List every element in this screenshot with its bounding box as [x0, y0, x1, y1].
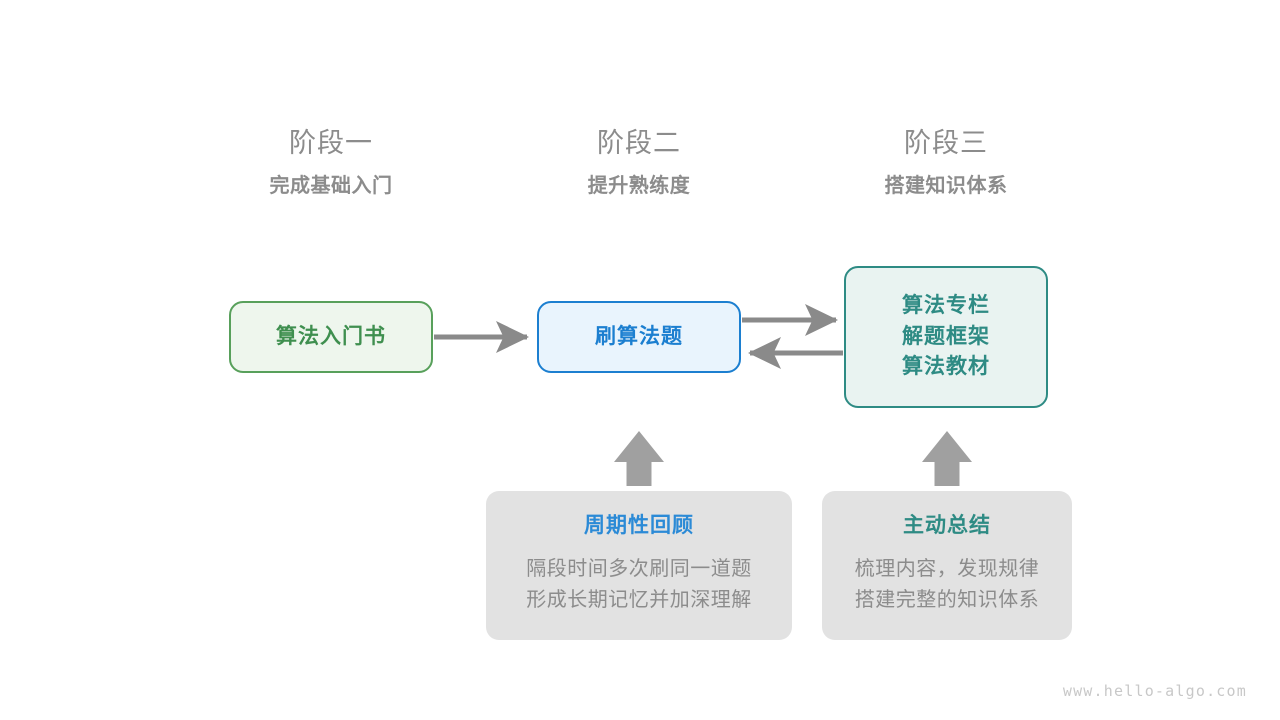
tip-periodic-review-body-line-2: 形成长期记忆并加深理解: [526, 589, 752, 612]
stage-header-3: 阶段三 搭建知识体系: [816, 128, 1076, 197]
tip-periodic-review-body-line-1: 隔段时间多次刷同一道题: [526, 558, 752, 581]
arrow-review-to-practice: [614, 431, 664, 486]
stage-title-3: 阶段三: [904, 128, 988, 158]
stage-header-1: 阶段一 完成基础入门: [201, 128, 461, 197]
node-resources-line-1: 算法专栏: [902, 294, 990, 318]
node-algorithm-book-label: 算法入门书: [276, 324, 386, 348]
node-resources[interactable]: 算法专栏 解题框架 算法教材: [844, 266, 1048, 408]
stage-title-1: 阶段一: [289, 128, 373, 158]
arrow-summary-to-resources: [922, 431, 972, 486]
tip-periodic-review-body: 隔段时间多次刷同一道题 形成长期记忆并加深理解: [526, 554, 752, 616]
tip-active-summary-title: 主动总结: [903, 514, 991, 537]
tip-periodic-review[interactable]: 周期性回顾 隔段时间多次刷同一道题 形成长期记忆并加深理解: [486, 491, 792, 640]
stage-subtitle-2: 提升熟练度: [587, 174, 691, 197]
stage-title-2: 阶段二: [597, 128, 681, 158]
node-resources-line-2: 解题框架: [902, 324, 990, 348]
site-watermark: www.hello-algo.com: [1062, 682, 1247, 700]
node-algorithm-book[interactable]: 算法入门书: [229, 301, 433, 373]
node-practice-problems[interactable]: 刷算法题: [537, 301, 741, 373]
tip-active-summary[interactable]: 主动总结 梳理内容，发现规律 搭建完整的知识体系: [822, 491, 1072, 640]
tip-active-summary-body-line-2: 搭建完整的知识体系: [854, 589, 1040, 612]
node-resources-line-3: 算法教材: [902, 355, 990, 379]
tip-active-summary-body-line-1: 梳理内容，发现规律: [854, 558, 1040, 581]
node-practice-problems-label: 刷算法题: [595, 324, 683, 348]
tip-periodic-review-title: 周期性回顾: [584, 514, 694, 537]
stage-subtitle-1: 完成基础入门: [269, 174, 393, 197]
tip-active-summary-body: 梳理内容，发现规律 搭建完整的知识体系: [855, 554, 1040, 616]
stage-subtitle-3: 搭建知识体系: [884, 174, 1008, 197]
stage-header-2: 阶段二 提升熟练度: [509, 128, 769, 197]
